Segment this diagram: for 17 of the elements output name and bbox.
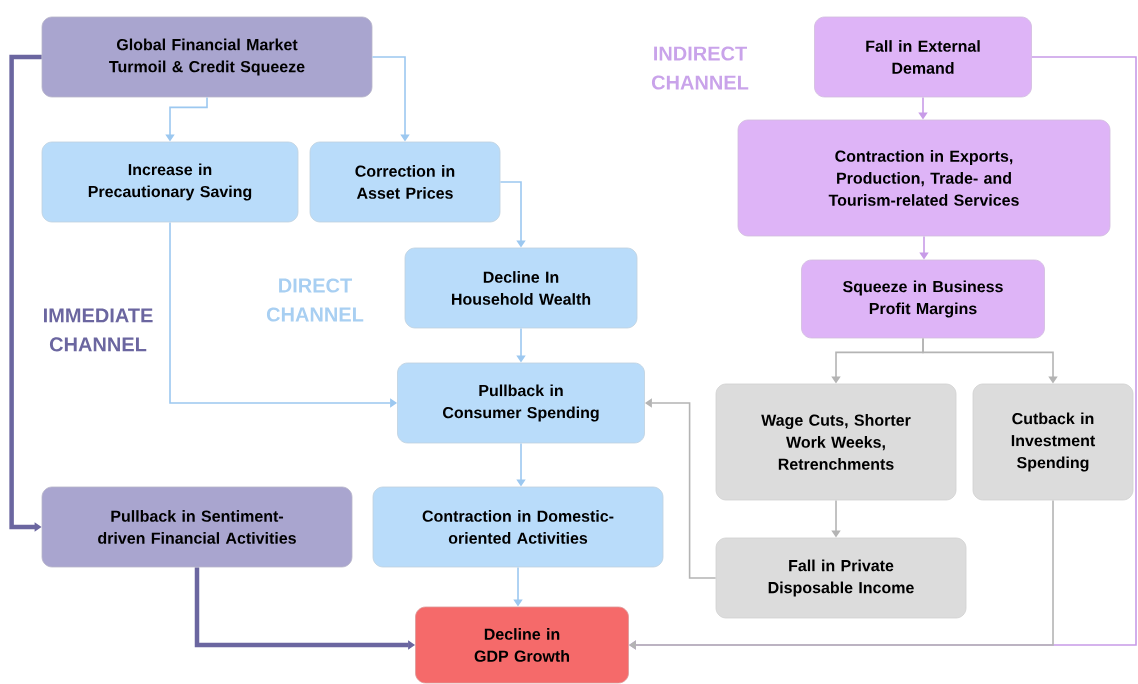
process-box: Contraction in Domestic-oriented Activities — [372, 486, 664, 568]
process-box: Wage Cuts, Shorter Work Weeks, Retrenchments — [715, 383, 957, 501]
process-box: Global Financial Market Turmoil & Credit Squeeze — [41, 16, 373, 98]
process-box: Contraction in Exports, Production, Trade- and Tourism-related Services — [737, 119, 1111, 237]
process-box: Squeeze in Business Profit Margins — [801, 259, 1045, 339]
channel-label: DIRECT CHANNEL — [266, 278, 364, 322]
process-box: Decline In Household Wealth — [404, 247, 638, 329]
process-box: Pullback in Consumer Spending — [397, 362, 645, 444]
channel-label: INDIRECT CHANNEL — [651, 46, 749, 90]
process-box: Cutback in Investment Spending — [972, 383, 1134, 501]
process-box: Fall in External Demand — [814, 16, 1032, 98]
process-box: Decline in GDP Growth — [415, 606, 629, 684]
process-box: Correction in Asset Prices — [309, 141, 501, 223]
channel-label: IMMEDIATE CHANNEL — [43, 308, 153, 352]
process-box: Pullback in Sentiment-driven Financial Activities — [41, 486, 353, 568]
process-box: Fall in Private Disposable Income — [715, 537, 967, 619]
process-box: Increase in Precautionary Saving — [41, 141, 299, 223]
